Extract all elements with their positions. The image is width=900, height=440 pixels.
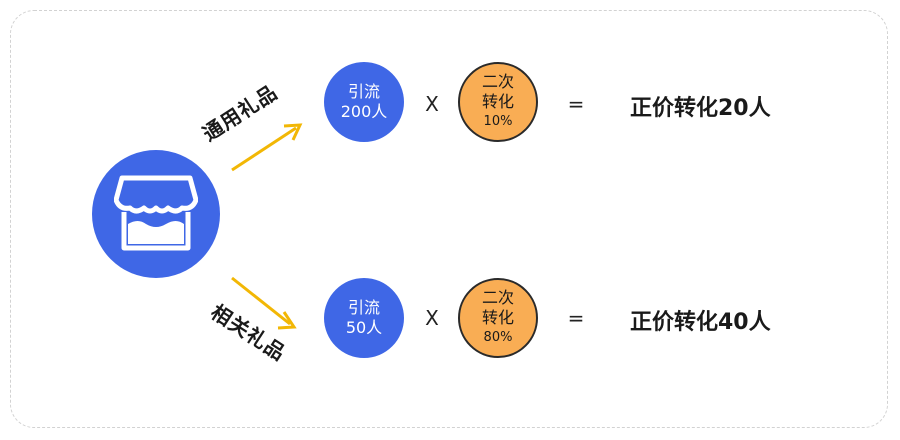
store-circle	[92, 150, 220, 278]
traffic-label: 引流	[347, 298, 380, 317]
storefront-icon	[114, 175, 198, 251]
result-text-bottom: 正价转化40人	[630, 310, 771, 335]
conversion-label-1: 二次	[481, 72, 514, 91]
equals-operator: =	[567, 92, 585, 116]
conversion-label-2: 转化	[481, 92, 514, 111]
conversion-rate: 80%	[483, 330, 513, 345]
traffic-label: 引流	[347, 82, 380, 101]
multiply-operator: X	[425, 306, 439, 330]
equals-operator: =	[567, 306, 585, 330]
multiply-operator: X	[425, 92, 439, 116]
traffic-circle-top: 引流 200人	[324, 62, 404, 142]
conversion-label-1: 二次	[481, 288, 514, 307]
result-text-top: 正价转化20人	[630, 96, 771, 121]
conversion-rate: 10%	[483, 114, 513, 129]
traffic-circle-bottom: 引流 50人	[324, 278, 404, 358]
arrow-top	[231, 126, 297, 172]
arrow-bottom	[231, 276, 291, 326]
traffic-value: 50人	[345, 318, 383, 337]
conversion-circle-bottom: 二次 转化 80%	[458, 278, 538, 358]
conversion-label-2: 转化	[481, 308, 514, 327]
arrow-bottom-head	[277, 311, 297, 330]
arrow-top-head	[283, 123, 303, 141]
traffic-value: 200人	[340, 102, 388, 121]
dashed-frame	[10, 10, 888, 428]
conversion-circle-top: 二次 转化 10%	[458, 62, 538, 142]
